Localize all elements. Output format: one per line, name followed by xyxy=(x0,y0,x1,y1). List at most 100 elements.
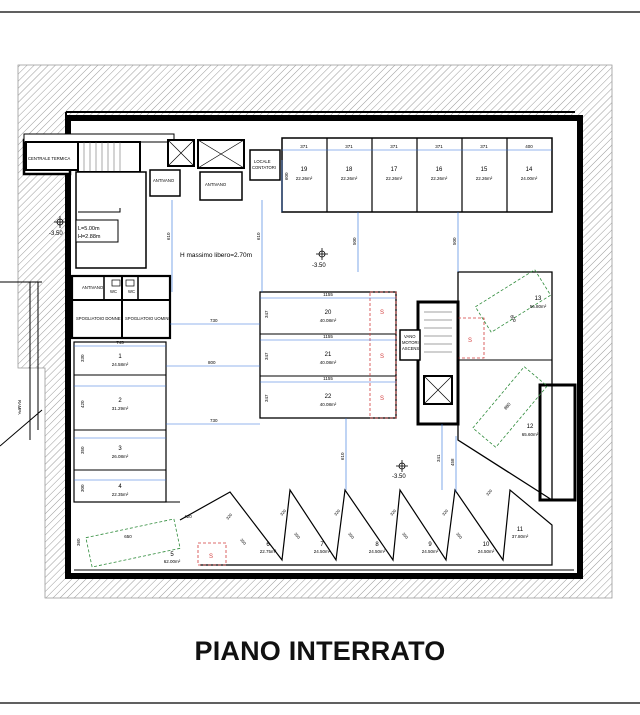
height-note: H massimo libero=2.70m xyxy=(180,252,252,259)
center-s-zone xyxy=(369,291,397,419)
bay12-num: 12 xyxy=(527,424,534,430)
label-rampa: RAMPA xyxy=(17,400,22,415)
diag-dim-6: 350 xyxy=(239,537,248,546)
room-antivano-1 xyxy=(149,169,181,197)
top-bay-area-4: 22.26m² xyxy=(476,176,493,181)
top-bay-num-1: 18 xyxy=(346,167,353,173)
center-area-1: 40.08m² xyxy=(320,360,337,365)
center-area-0: 40.08m² xyxy=(320,318,337,323)
center-num-2: 22 xyxy=(325,394,332,400)
bay-13-dashed xyxy=(474,269,552,333)
left-bay-depth-2: 350 xyxy=(80,446,85,454)
bottom-area-5: 37.80m² xyxy=(512,534,529,539)
label-centrale-termica: CENTRALE TERMICA xyxy=(28,156,70,161)
label-vano-1: VANO xyxy=(404,334,416,339)
top-bay-width-3: 371 xyxy=(435,144,443,149)
bay5-dim-c: 420 xyxy=(184,514,192,519)
label-vano-2: MOTORI xyxy=(402,340,419,345)
left-bay-num-3: 4 xyxy=(118,484,122,490)
aisle-dim-1: 800 xyxy=(208,360,216,365)
external-ramp xyxy=(0,281,43,447)
bottom-num-0: 6 xyxy=(266,542,270,548)
aisle-dim-0: 730 xyxy=(210,318,218,323)
left-bay-area-3: 22.35m² xyxy=(112,492,129,497)
left-bay-area-0: 24.58m² xyxy=(112,362,129,367)
room-vano-motori xyxy=(399,329,421,361)
aisle-dim-9: 458 xyxy=(450,458,455,466)
label-antivano-1: ANTIVANO xyxy=(153,178,175,183)
bottom-area-0: 22.75m² xyxy=(260,549,277,554)
center-num-1: 21 xyxy=(325,352,332,358)
bottom-area-4: 24.50m² xyxy=(478,549,495,554)
aisle-dim-7: 610 xyxy=(340,452,345,460)
bay5-num: 5 xyxy=(170,552,174,558)
top-bay-width-1: 371 xyxy=(345,144,353,149)
top-bay-width-4: 371 xyxy=(480,144,488,149)
right-bays-frame xyxy=(457,271,553,502)
level-mark-1: -3.50 xyxy=(49,231,63,237)
center-num-0: 20 xyxy=(325,310,332,316)
top-bay-area-0: 22.26m² xyxy=(296,176,313,181)
center-length-0: 1155 xyxy=(323,292,333,297)
top-bay-num-4: 15 xyxy=(481,167,488,173)
top-bay-num-0: 19 xyxy=(301,167,308,173)
left-bay-num-0: 1 xyxy=(118,354,122,360)
top-bay-num-2: 17 xyxy=(391,167,398,173)
bay5-area: 62.00m² xyxy=(164,559,181,564)
bottom-num-3: 9 xyxy=(428,542,432,548)
bay13-dim: 800 xyxy=(509,314,517,323)
bottom-area-3: 24.50m² xyxy=(422,549,439,554)
left-bay-depth-1: 420 xyxy=(80,400,85,408)
top-bay-num-3: 16 xyxy=(436,167,443,173)
bay13-area: 56.80m² xyxy=(530,304,547,309)
stair-north xyxy=(77,141,141,173)
diag-dim-0: 320 xyxy=(225,512,234,521)
aisle-dim-4: 610 xyxy=(256,232,261,240)
aisle-dim-6: 500 xyxy=(452,237,457,245)
bay12-dim: 880 xyxy=(503,401,512,410)
bottom-area-2: 24.50m² xyxy=(369,549,386,554)
room-locale-contatori xyxy=(249,149,281,181)
diag-dim-3: 320 xyxy=(389,508,398,517)
ramp-arrow xyxy=(78,208,121,213)
diag-dim-1: 320 xyxy=(279,508,288,517)
label-spogliatoio-donne: SPOGLIATOIO DONNE xyxy=(76,316,121,321)
bottom-num-1: 7 xyxy=(320,542,324,548)
s-mark-0: S xyxy=(380,310,384,316)
center-area-2: 40.08m² xyxy=(320,402,337,407)
diag-dim-10: 350 xyxy=(455,531,464,540)
level-mark-2: -3.50 xyxy=(312,263,326,269)
top-bay-area-2: 22.26m² xyxy=(386,176,403,181)
label-spogliatoio-uomini: SPOGLIATOIO UOMINI xyxy=(125,316,170,321)
top-bay-area-1: 22.26m² xyxy=(341,176,358,181)
aisle-dim-3: 610 xyxy=(166,232,171,240)
s-mark-2: S xyxy=(380,396,384,402)
s-mark-3: S xyxy=(468,338,472,344)
label-vano-3: ASCENS. xyxy=(402,346,420,351)
left-bay-num-1: 2 xyxy=(118,398,122,404)
bottom-bays-sawtooth xyxy=(179,488,553,566)
diag-dim-9: 350 xyxy=(401,531,410,540)
bay5-dim-b: 360 xyxy=(76,538,81,546)
bay13-num: 13 xyxy=(535,296,542,302)
bottom-num-2: 8 xyxy=(375,542,379,548)
ramp-note-h: H=2.88m xyxy=(78,234,101,240)
label-antivano-2: ANTIVANO xyxy=(205,182,227,187)
label-antivano-3: ANTIVANO xyxy=(82,285,104,290)
left-bay-num-2: 3 xyxy=(118,446,122,452)
label-locale-1: LOCALE xyxy=(254,159,271,164)
diag-dim-7: 350 xyxy=(293,531,302,540)
top-bay-width-5: 400 xyxy=(525,144,533,149)
center-depth-2: 347 xyxy=(264,394,269,402)
s-mark-4: S xyxy=(209,554,213,560)
label-wc-2: WC xyxy=(128,289,135,294)
top-bay-area-3: 22.26m² xyxy=(431,176,448,181)
bay5-dim-a: 650 xyxy=(124,534,132,539)
diag-dim-5: 320 xyxy=(485,488,494,497)
s-mark-1: S xyxy=(380,354,384,360)
left-bay-depth-0: 330 xyxy=(80,354,85,362)
top-bay-width-2: 371 xyxy=(390,144,398,149)
aisle-dim-5: 500 xyxy=(352,237,357,245)
left-bay-area-1: 31.29m² xyxy=(112,406,129,411)
